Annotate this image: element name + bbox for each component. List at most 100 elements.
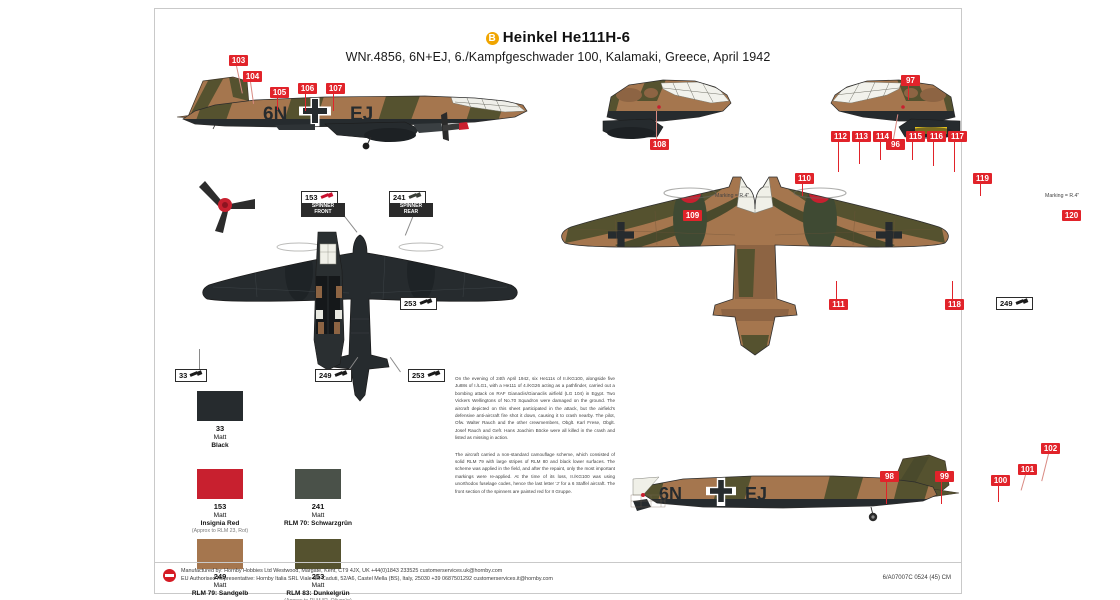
callout-118: 118 <box>945 299 964 310</box>
swatch-colour-chip <box>197 469 243 499</box>
swatch-name: RLM 79: Sandgelb <box>191 590 249 597</box>
callout-110: 110 <box>795 173 814 184</box>
callout-114-leader <box>880 142 881 160</box>
description-paragraph-1: On the evening of 24th April 1942, six H… <box>455 376 615 441</box>
propeller-detail <box>185 177 265 233</box>
page-subtitle: WNr.4856, 6N+EJ, 6./Kampfgeschwader 100,… <box>345 50 771 64</box>
callout-98: 98 <box>880 471 899 482</box>
chip-callout-underside-black: 33 <box>175 369 208 382</box>
chip-callout-plan-sand-left: 253 <box>400 297 437 310</box>
swatch-name: Black <box>211 442 229 449</box>
callout-106-leader <box>305 94 306 111</box>
callout-105: 105 <box>270 87 289 98</box>
chip-callout-plan-dark-left: 249 <box>315 369 352 382</box>
swatch-finish: Matt <box>311 512 325 519</box>
callout-111: 111 <box>829 299 848 310</box>
swatch-code: 253 <box>311 572 325 581</box>
paintbrush-icon <box>427 370 441 379</box>
callout-108-leader <box>656 111 657 139</box>
swatch-finish: Matt <box>213 434 227 441</box>
callout-96: 96 <box>886 139 905 150</box>
paintbrush-icon <box>408 192 422 201</box>
callout-118-leader <box>952 281 953 299</box>
variant-badge-icon: B <box>485 32 499 45</box>
callout-111-leader <box>836 281 837 299</box>
callout-108: 108 <box>650 139 669 150</box>
callout-110-leader <box>802 184 803 196</box>
swatch-code: 33 <box>215 424 225 433</box>
profile-view-left-side: 6N EJ <box>175 67 535 157</box>
callout-117-leader <box>954 142 955 172</box>
swatch-colour-chip <box>295 469 341 499</box>
swatch-finish: Matt <box>213 582 227 589</box>
swatch-249: 249 Matt RLM 79: Sandgelb <box>171 539 269 598</box>
svg-text:6N: 6N <box>659 484 682 504</box>
swatch-name: RLM 83: Dunkelgrün <box>286 590 350 597</box>
swatch-name: RLM 70: Schwarzgrün <box>284 520 352 527</box>
callout-100-leader <box>998 486 999 502</box>
paintbrush-icon <box>1015 298 1029 307</box>
footer-contact-text: Manufactured by: Hornby Hobbies Ltd West… <box>181 567 553 583</box>
footer-line-1: Manufactured by: Hornby Hobbies Ltd West… <box>181 568 503 574</box>
callout-105-leader <box>277 98 278 110</box>
callout-120: 120 <box>1062 210 1081 221</box>
chip-number: 249 <box>1000 299 1013 308</box>
footer-product-code: 6/A07007C 0524 (45) CM <box>882 575 951 581</box>
plan-view-top <box>555 149 955 409</box>
callout-99-leader <box>941 482 942 504</box>
svg-text:6N: 6N <box>263 104 287 125</box>
chip-number: 253 <box>412 371 425 380</box>
swatch-33: 33 Matt Black <box>171 391 269 450</box>
callout-116-leader <box>933 142 934 166</box>
callout-106: 106 <box>298 83 317 94</box>
svg-text:EJ: EJ <box>745 484 767 504</box>
chip-number: 153 <box>305 193 318 202</box>
callout-113-leader <box>859 142 860 164</box>
paintbrush-icon <box>189 370 203 379</box>
callout-109: 109 <box>683 210 702 221</box>
callout-97-leader <box>908 86 909 100</box>
svg-text:EJ: EJ <box>350 104 373 125</box>
callout-102-leader <box>1041 453 1049 482</box>
callout-113: 113 <box>852 131 871 142</box>
callout-116: 116 <box>927 131 946 142</box>
callout-119: 119 <box>973 173 992 184</box>
paintbrush-icon <box>334 370 348 379</box>
swatch-name: Insignia Red <box>200 520 240 527</box>
footer-line-2: EU Authorised Representative: Hornby Ita… <box>181 576 553 583</box>
swatch-colour-chip <box>295 539 341 569</box>
swatch-253: 253 Matt RLM 83: Dunkelgrün (Approx to R… <box>269 539 367 600</box>
callout-102: 102 <box>1041 443 1060 454</box>
swatch-colour-chip <box>197 539 243 569</box>
swatch-finish: Matt <box>213 512 227 519</box>
swatch-241: 241 Matt RLM 70: Schwarzgrün <box>269 469 367 528</box>
chip-callout-plan-green-right: 253 <box>408 369 445 382</box>
callout-117: 117 <box>948 131 967 142</box>
callout-100: 100 <box>991 475 1010 486</box>
callout-114: 114 <box>873 131 892 142</box>
swatch-code: 153 <box>213 502 227 511</box>
callout-107-leader <box>333 94 334 111</box>
hornby-logo-icon <box>163 569 176 582</box>
callout-112: 112 <box>831 131 850 142</box>
chip-number: 241 <box>393 193 406 202</box>
callout-119-leader <box>980 184 981 196</box>
callout-98-leader <box>886 482 887 504</box>
callout-103: 103 <box>229 55 248 66</box>
marking-note-right: Marking = R.4" <box>1045 193 1080 199</box>
marking-note-left: Marking = R.4" <box>715 193 750 199</box>
callout-97: 97 <box>901 75 920 86</box>
chip-number: 249 <box>319 371 332 380</box>
chip-number: 253 <box>404 299 417 308</box>
chip-number: 33 <box>179 371 188 380</box>
nose-view-left <box>602 71 743 151</box>
swatch-approx: (Approx to RLM 23, Rot) <box>191 528 249 534</box>
swatch-finish: Matt <box>311 582 325 589</box>
model-name: Heinkel He111H-6 <box>502 29 631 46</box>
callout-107: 107 <box>326 83 345 94</box>
callout-112-leader <box>838 142 839 172</box>
